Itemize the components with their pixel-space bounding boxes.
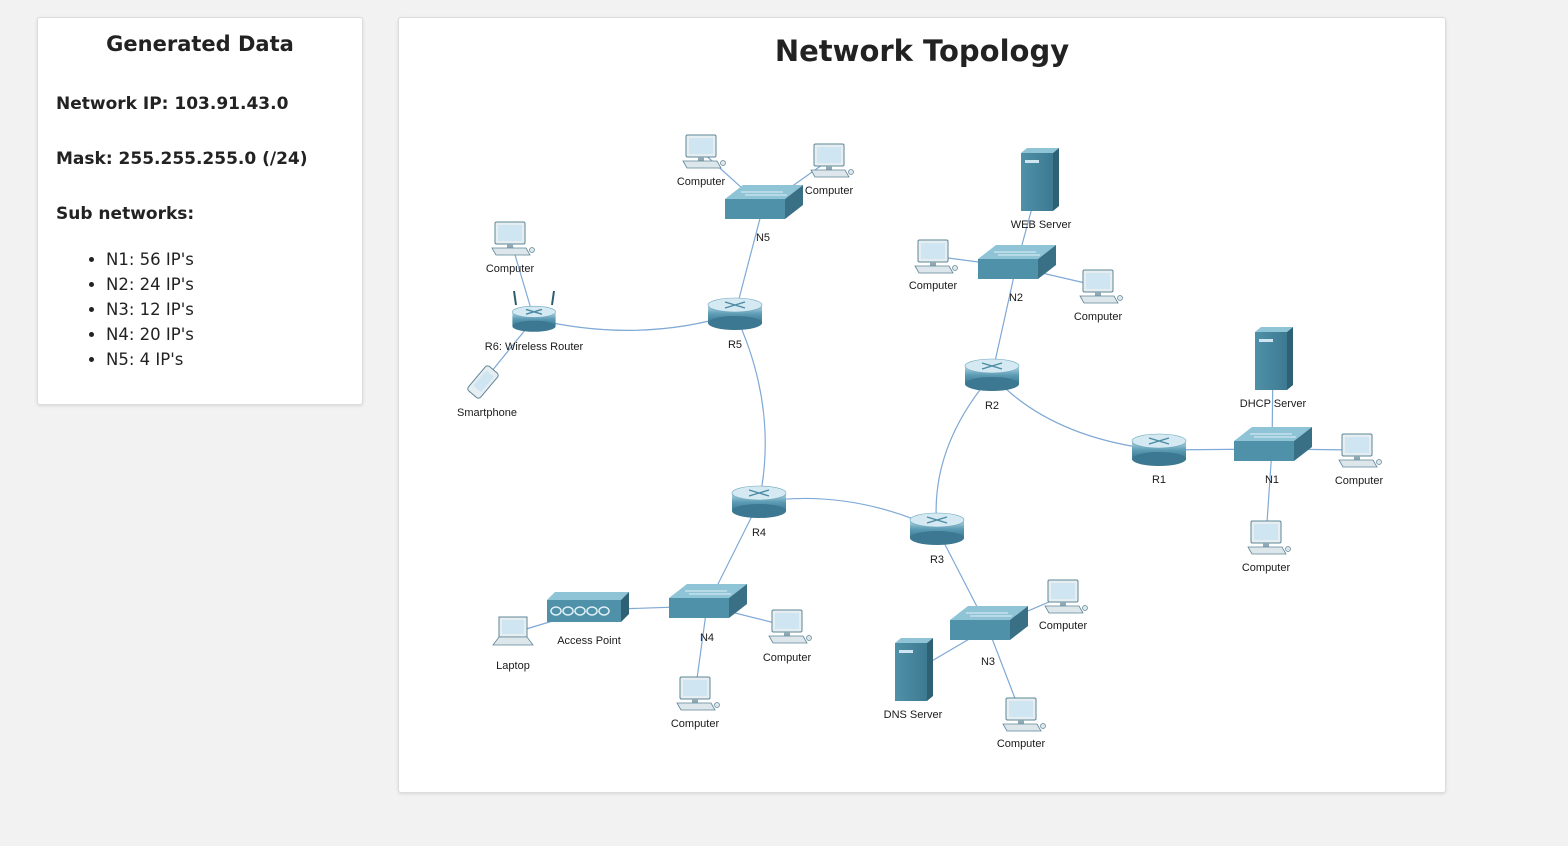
computer-icon — [491, 221, 535, 256]
node-label: R6: Wireless Router — [485, 341, 584, 353]
switch-icon — [669, 584, 747, 618]
node-label: Computer — [1039, 620, 1088, 632]
subnet-item: N4: 20 IP's — [106, 322, 194, 347]
switch-icon — [978, 245, 1056, 279]
subnet-item: N2: 24 IP's — [106, 272, 194, 297]
node-label: Computer — [1074, 311, 1123, 323]
node-label: R5 — [728, 339, 742, 351]
node-label: DHCP Server — [1240, 398, 1307, 410]
node-label: Computer — [805, 185, 854, 197]
network-ip-value: 103.91.43.0 — [174, 94, 289, 114]
wireless-router-icon — [512, 290, 556, 332]
router-icon — [964, 358, 1020, 391]
mask-value: 255.255.255.0 (/24) — [118, 149, 308, 169]
subnets-heading: Sub networks: — [56, 204, 195, 224]
node-label: Computer — [671, 718, 720, 730]
switch-icon — [950, 606, 1028, 640]
link-R4-R5 — [734, 313, 766, 503]
switch-icon — [725, 185, 803, 219]
subnet-list: N1: 56 IP's N2: 24 IP's N3: 12 IP's N4: … — [106, 247, 194, 372]
computer-icon — [768, 609, 812, 644]
computer-icon — [810, 143, 854, 178]
node-label: R1 — [1152, 474, 1166, 486]
subnet-item: N3: 12 IP's — [106, 297, 194, 322]
computer-icon — [1338, 433, 1382, 468]
node-label: R3 — [930, 554, 944, 566]
generated-data-panel: Generated Data Network IP: 103.91.43.0 M… — [37, 17, 363, 405]
computer-icon — [1247, 520, 1291, 555]
node-label: N5 — [756, 232, 770, 244]
router-icon — [909, 512, 965, 545]
node-label: Computer — [997, 738, 1046, 750]
link-R2-N2 — [991, 266, 1017, 376]
node-label: R4 — [752, 527, 766, 539]
subnet-item: N5: 4 IP's — [106, 347, 194, 372]
router-icon — [707, 297, 763, 330]
router-icon — [731, 485, 787, 518]
mask-line: Mask: 255.255.255.0 (/24) — [56, 149, 308, 169]
node-label: Computer — [486, 263, 535, 275]
switch-icon — [1234, 427, 1312, 461]
access-point-icon — [547, 592, 629, 622]
node-label: N3 — [981, 656, 995, 668]
computer-icon — [1079, 269, 1123, 304]
node-label: R2 — [985, 400, 999, 412]
mask-label: Mask: — [56, 149, 113, 169]
node-label: Laptop — [496, 660, 530, 672]
link-R5-N5 — [734, 206, 764, 315]
server-icon — [1255, 327, 1293, 390]
computer-icon — [914, 239, 958, 274]
node-label: DNS Server — [884, 709, 943, 721]
node-label: N4 — [700, 632, 714, 644]
server-icon — [1021, 148, 1059, 211]
node-label: Computer — [1335, 475, 1384, 487]
smartphone-icon — [467, 365, 499, 399]
node-label: Smartphone — [457, 407, 517, 419]
computer-icon — [676, 676, 720, 711]
computer-icon — [1002, 697, 1046, 732]
node-label: N2 — [1009, 292, 1023, 304]
topology-title: Network Topology — [774, 34, 1070, 68]
router-icon — [1131, 433, 1187, 466]
network-ip-line: Network IP: 103.91.43.0 — [56, 94, 288, 114]
network-ip-label: Network IP: — [56, 94, 169, 114]
computer-icon — [1044, 579, 1088, 614]
server-icon — [895, 638, 933, 701]
link-R2-R3 — [935, 374, 993, 530]
panel-title: Generated Data — [106, 32, 294, 56]
node-label: Computer — [763, 652, 812, 664]
subnet-item: N1: 56 IP's — [106, 247, 194, 272]
node-label: Computer — [677, 176, 726, 188]
node-label: Access Point — [557, 635, 621, 647]
node-label: Computer — [1242, 562, 1291, 574]
laptop-icon — [492, 616, 534, 646]
node-label: N1 — [1265, 474, 1279, 486]
node-label: Computer — [909, 280, 958, 292]
computer-icon — [682, 134, 726, 169]
node-label: WEB Server — [1011, 219, 1072, 231]
link-R5-R6 — [533, 313, 736, 331]
